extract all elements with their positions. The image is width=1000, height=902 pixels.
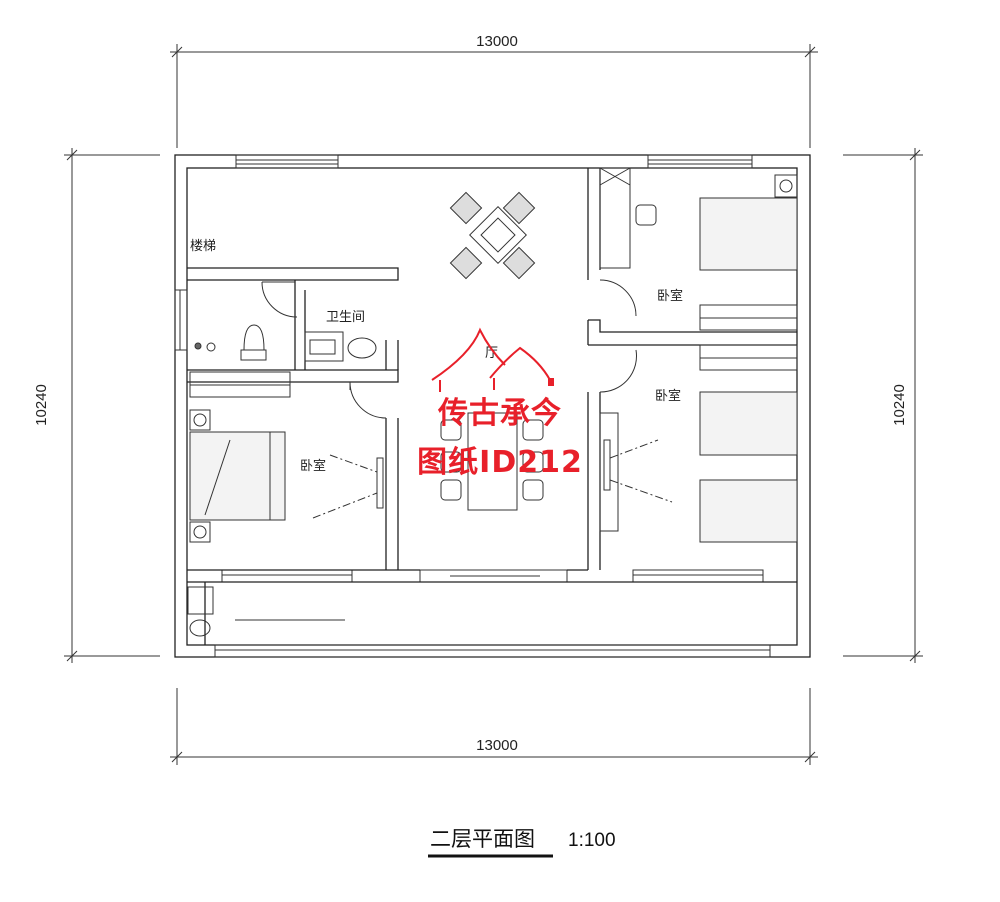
bathroom-fixtures (194, 324, 377, 362)
dimension-right-label: 10240 (891, 384, 908, 426)
room-label-bedroom-left: 卧室 (300, 458, 326, 474)
doors (261, 279, 637, 419)
dimension-right (843, 148, 923, 663)
dimension-top (170, 44, 818, 148)
dimension-top-label: 13000 (476, 33, 518, 50)
dimension-left-label: 10240 (33, 384, 50, 426)
watermark-line2: 图纸ID212 (417, 445, 583, 480)
bed-left (189, 409, 286, 543)
watermark-line1: 传古承今 (437, 396, 562, 431)
room-label-bedroom-right-top: 卧室 (657, 288, 683, 304)
dimension-bottom (170, 688, 818, 765)
balcony-fixtures (187, 586, 345, 637)
room-label-stairs: 楼梯 (190, 239, 216, 254)
watermark-logo (431, 327, 554, 392)
room-label-hall: 厅 (485, 346, 498, 361)
game-table (449, 191, 536, 280)
room-label-bedroom-right-bottom: 卧室 (655, 388, 681, 404)
dining-table (440, 412, 544, 511)
tv-left (312, 454, 384, 519)
drawing-scale: 1:100 (568, 830, 616, 851)
windows (174, 154, 771, 658)
dimension-left (64, 148, 160, 663)
wardrobe-left (189, 371, 291, 398)
drawing-title: 二层平面图 (430, 827, 535, 851)
room-label-bathroom: 卫生间 (326, 310, 365, 325)
right-bedroom-furniture (599, 167, 798, 543)
dimension-bottom-label: 13000 (476, 737, 518, 754)
